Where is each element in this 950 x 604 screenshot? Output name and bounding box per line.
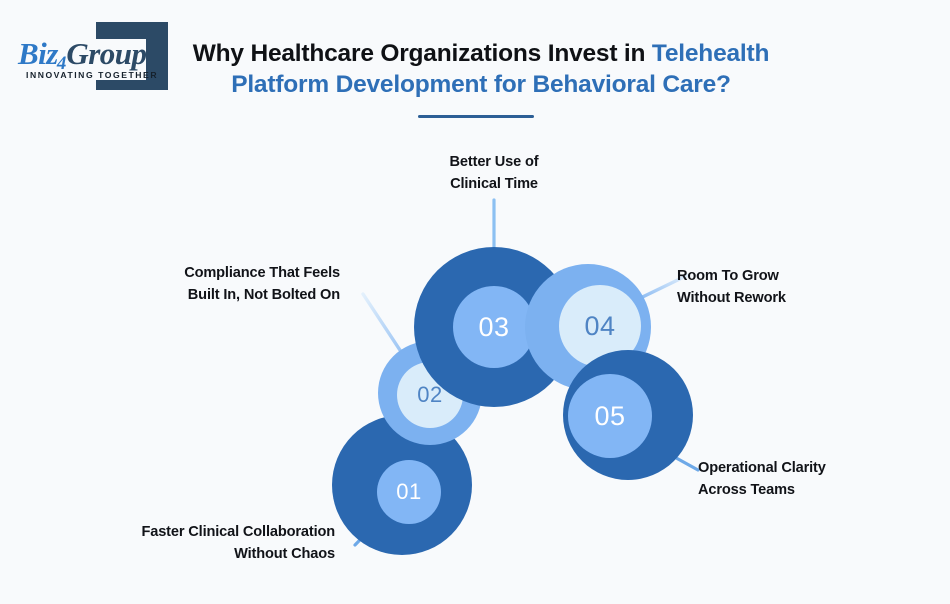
- logo-word-four: 4: [56, 53, 67, 74]
- node-01-number-badge: 01: [377, 460, 441, 524]
- node-02-label: Compliance That Feels Built In, Not Bolt…: [184, 265, 340, 303]
- title-plain-text: Why Healthcare Organizations Invest in: [192, 40, 652, 67]
- title-divider: [418, 115, 534, 118]
- node-05-number: 05: [594, 400, 626, 431]
- node-03-label: Better Use of Clinical Time: [449, 154, 539, 192]
- title-line-2: Platform Development for Behavioral Care…: [231, 71, 731, 98]
- node-04-label: Room To Grow Without Rework: [677, 268, 786, 306]
- brand-logo[interactable]: Biz4Group INNOVATING TOGETHER: [18, 22, 178, 90]
- node-01-number: 01: [396, 479, 422, 504]
- logo-word-biz: Biz: [18, 36, 58, 71]
- page-title: Why Healthcare Organizations Invest in T…: [186, 38, 776, 100]
- page-header: Biz4Group INNOVATING TOGETHER Why Health…: [0, 0, 950, 135]
- logo-word-group: Group: [66, 36, 147, 71]
- node-01-label: Faster Clinical Collaboration Without Ch…: [141, 524, 335, 562]
- node-04-number: 04: [584, 310, 616, 341]
- logo-bracket-icon: [96, 22, 168, 90]
- node-03-number: 03: [478, 311, 510, 342]
- node-05-number-badge: 05: [568, 374, 652, 458]
- node-05-label: Operational Clarity Across Teams: [698, 460, 826, 498]
- title-line-1: Why Healthcare Organizations Invest in T…: [186, 38, 776, 69]
- title-accent-text-1: Telehealth: [651, 40, 770, 67]
- logo-wordmark: Biz4Group: [18, 36, 148, 74]
- logo-tagline: INNOVATING TOGETHER: [26, 70, 159, 80]
- node-02-number: 02: [417, 382, 443, 407]
- node-03-number-badge: 03: [453, 286, 535, 368]
- node-05[interactable]: 05: [563, 350, 693, 480]
